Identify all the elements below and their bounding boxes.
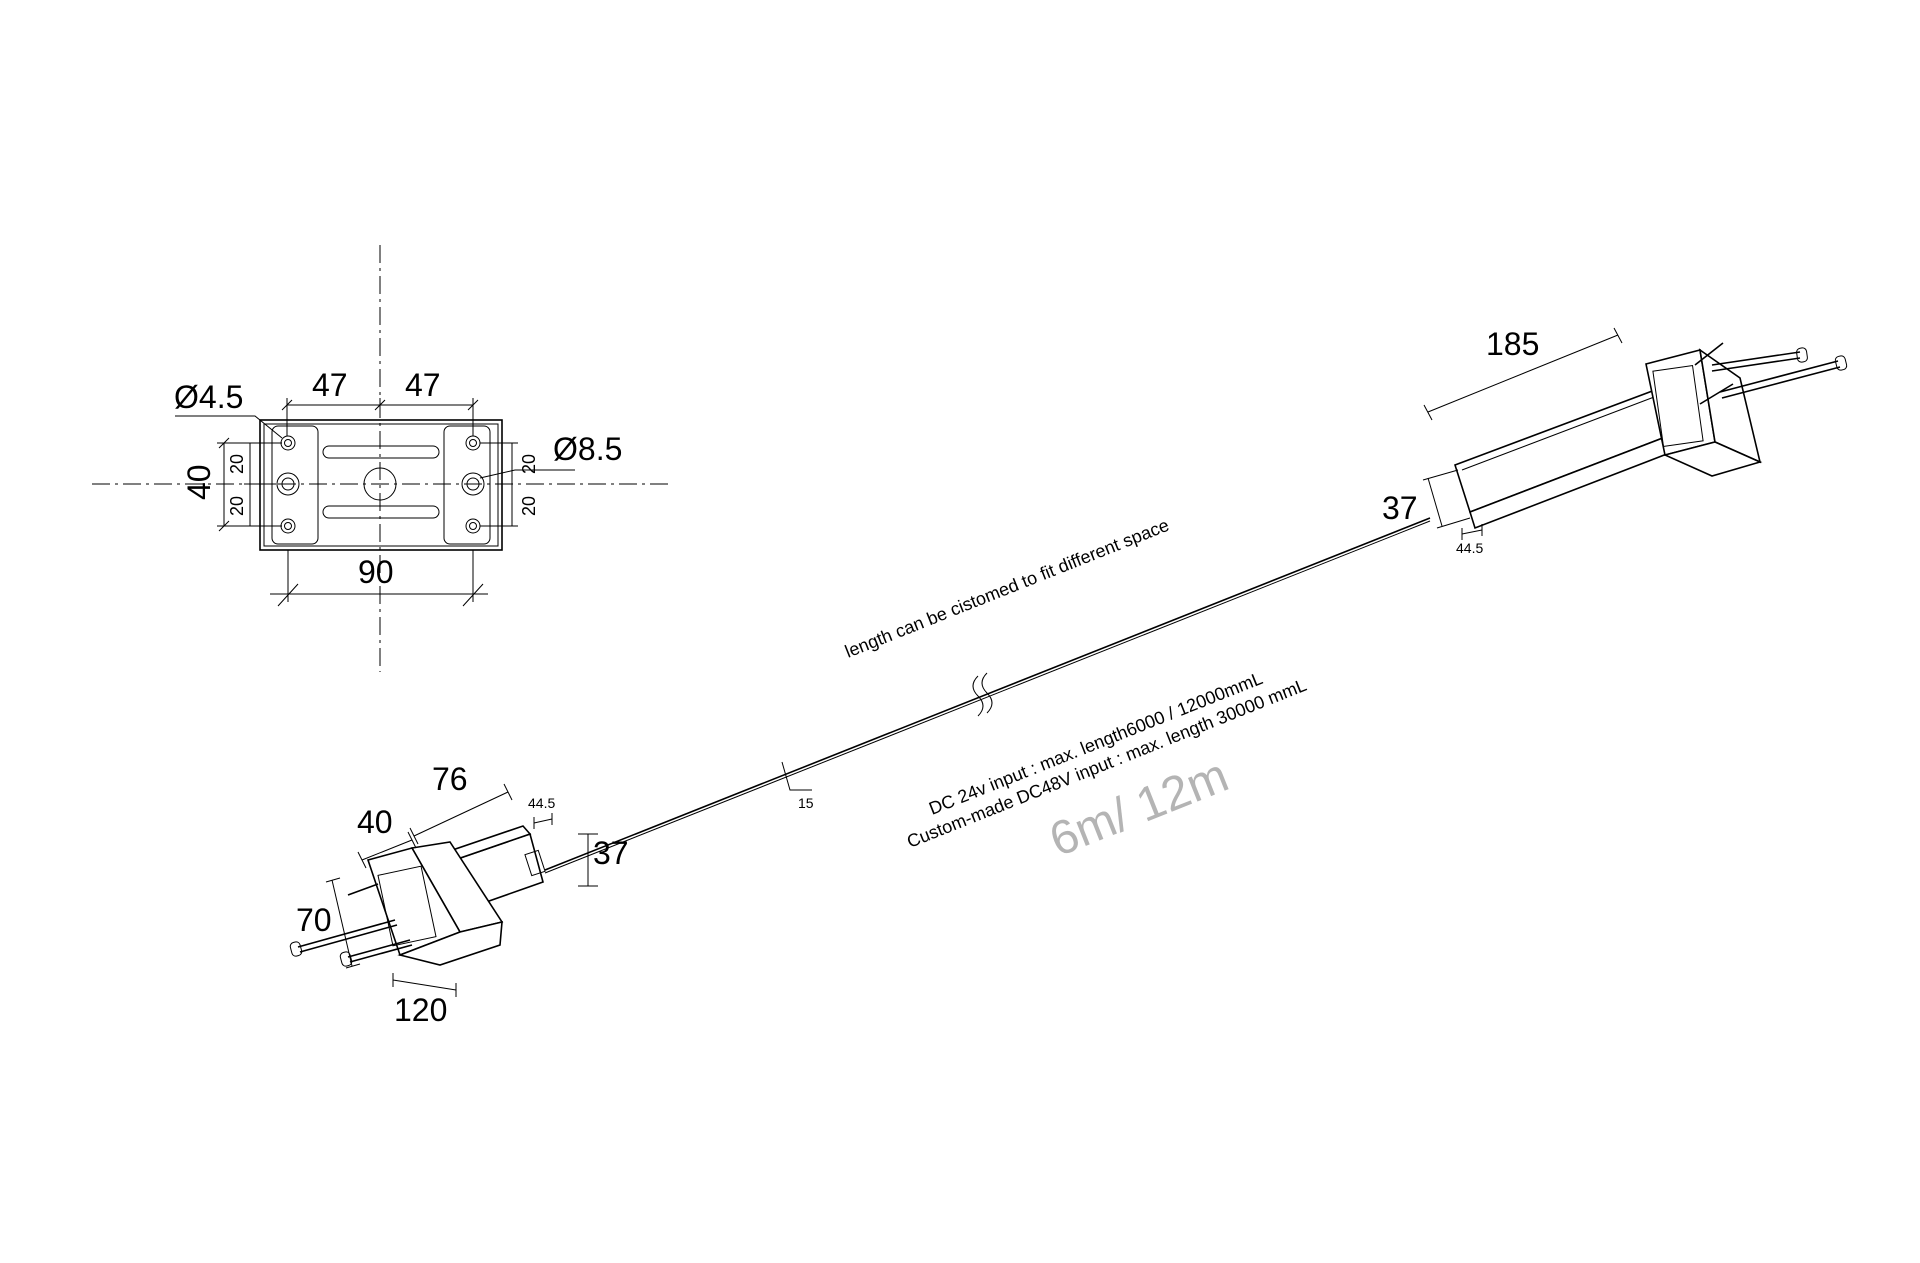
hole-small-bottom-right-inner — [469, 522, 477, 530]
dim-left-76-tick-a — [409, 827, 419, 845]
dim-bottom-tick-right — [462, 583, 484, 607]
hole-large-right-inner — [466, 477, 480, 491]
left-hook — [347, 883, 379, 896]
dim-label-40-height: 40 — [181, 464, 217, 500]
dim-label-76: 76 — [432, 761, 468, 797]
dim-label-left-20-upper: 20 — [227, 454, 247, 474]
hole-small-top-left-inner — [284, 439, 292, 447]
left-post-2-cap — [339, 951, 353, 967]
dim-label-70: 70 — [296, 902, 332, 938]
hole-small-top-left — [280, 435, 296, 451]
dim-label-left-20-lower: 20 — [227, 496, 247, 516]
plate-right-panel — [443, 425, 491, 545]
dim-label-right-37: 37 — [1382, 490, 1418, 526]
left-end-unit: 76 40 44.5 37 70 120 — [289, 761, 629, 1028]
dim-label-left-44-5: 44.5 — [528, 795, 555, 811]
dim-label-47-left: 47 — [312, 367, 348, 403]
plate-slot-top — [322, 445, 440, 459]
right-post-1 — [1711, 351, 1801, 366]
dim-right-37-ext-b — [1436, 517, 1471, 529]
dim-label-120: 120 — [394, 992, 447, 1028]
dim-label-cable-15: 15 — [798, 795, 814, 811]
dim-label-right-44-5: 44.5 — [1456, 540, 1483, 556]
dim-left-40-width-tick-a — [357, 851, 367, 869]
plate-outline — [259, 419, 503, 551]
dim-label-left-40: 40 — [357, 804, 393, 840]
right-body-edge — [1461, 393, 1663, 471]
dim-left-70-line — [331, 879, 353, 967]
dim-left-76-line — [413, 791, 509, 837]
dim-label-right-20-lower: 20 — [519, 496, 539, 516]
left-post-1-cap — [289, 941, 303, 957]
left-post-1 — [297, 919, 396, 948]
left-front-block-bottom — [397, 920, 503, 966]
dim-label-47-right: 47 — [405, 367, 441, 403]
right-post-1-cap — [1796, 347, 1808, 363]
dim-left-tick-top — [218, 437, 230, 449]
hole-small-bottom-right — [465, 518, 481, 534]
dim-left-76-tick-b — [503, 783, 513, 801]
right-hook-2 — [1699, 383, 1734, 405]
plate-inner-outline — [263, 423, 499, 547]
dim-right-37-ext-a — [1422, 469, 1459, 481]
plate-left-panel — [271, 425, 319, 545]
right-tension-unit: 185 37 44.5 — [1382, 326, 1848, 556]
dim-bottom-tick-left — [277, 583, 299, 607]
left-post-2b — [349, 944, 413, 963]
dim-left-70-tick-b — [345, 963, 361, 969]
dim-label-185: 185 — [1486, 326, 1539, 362]
left-front-inner — [377, 865, 437, 947]
hole-small-top-right — [465, 435, 481, 451]
right-post-1b — [1711, 357, 1801, 372]
dim-top-tick-mid — [374, 399, 386, 411]
dim-left-70-tick-a — [325, 877, 341, 883]
hole-large-left-inner — [281, 477, 295, 491]
dim-label-hole-small: Ø4.5 — [174, 379, 243, 415]
dim-right-185-tick-b — [1613, 327, 1623, 344]
plate-slot-bottom — [322, 505, 440, 519]
leader-hole-large — [479, 469, 575, 479]
hole-large-left — [276, 472, 300, 496]
leader-hole-small — [175, 415, 283, 439]
dim-right-185-tick-a — [1423, 404, 1433, 421]
cable-diameter-tick — [781, 761, 787, 777]
cable-break-mark-1 — [972, 675, 984, 717]
dim-left-120-line — [392, 979, 457, 991]
left-rear-inner — [524, 849, 546, 877]
dim-label-left-37: 37 — [593, 835, 629, 871]
hole-small-top-right-inner — [469, 439, 477, 447]
left-post-2 — [347, 939, 411, 958]
mounting-plate-view: 47 47 Ø4.5 Ø8.5 40 20 20 20 20 90 — [92, 245, 668, 672]
dim-right-37-line — [1427, 477, 1443, 527]
hole-small-bottom-left-inner — [284, 522, 292, 530]
suspension-cable: 15 length can be cistomed to fit differe… — [544, 515, 1431, 874]
right-endcap-inner — [1652, 365, 1704, 447]
right-hook-1 — [1694, 342, 1724, 366]
dim-top-tick-left — [281, 399, 293, 411]
right-endcap-bottom — [1662, 441, 1763, 477]
dim-top-tick-right — [467, 399, 479, 411]
right-post-2b — [1721, 366, 1841, 399]
dim-left-40-width-line — [361, 839, 413, 861]
left-post-1b — [299, 924, 398, 953]
hole-large-right — [461, 472, 485, 496]
dim-label-90: 90 — [358, 554, 394, 590]
dim-right-44-line — [1461, 529, 1483, 535]
hole-small-bottom-left — [280, 518, 296, 534]
dim-left-44-line — [533, 818, 553, 824]
dim-left-40-width-tick-b — [407, 831, 417, 849]
right-post-2-cap — [1834, 355, 1848, 371]
cable-diameter-leader — [785, 775, 812, 791]
right-post-2 — [1719, 360, 1839, 393]
dim-left-tick-bottom — [218, 520, 230, 532]
cable-line-b — [544, 520, 1431, 874]
dim-right-185-line — [1427, 334, 1619, 413]
dim-label-right-20-upper: 20 — [519, 454, 539, 474]
cable-break-mark-2 — [981, 672, 993, 714]
plate-center-hole — [363, 467, 397, 501]
dim-label-hole-large: Ø8.5 — [553, 431, 622, 467]
